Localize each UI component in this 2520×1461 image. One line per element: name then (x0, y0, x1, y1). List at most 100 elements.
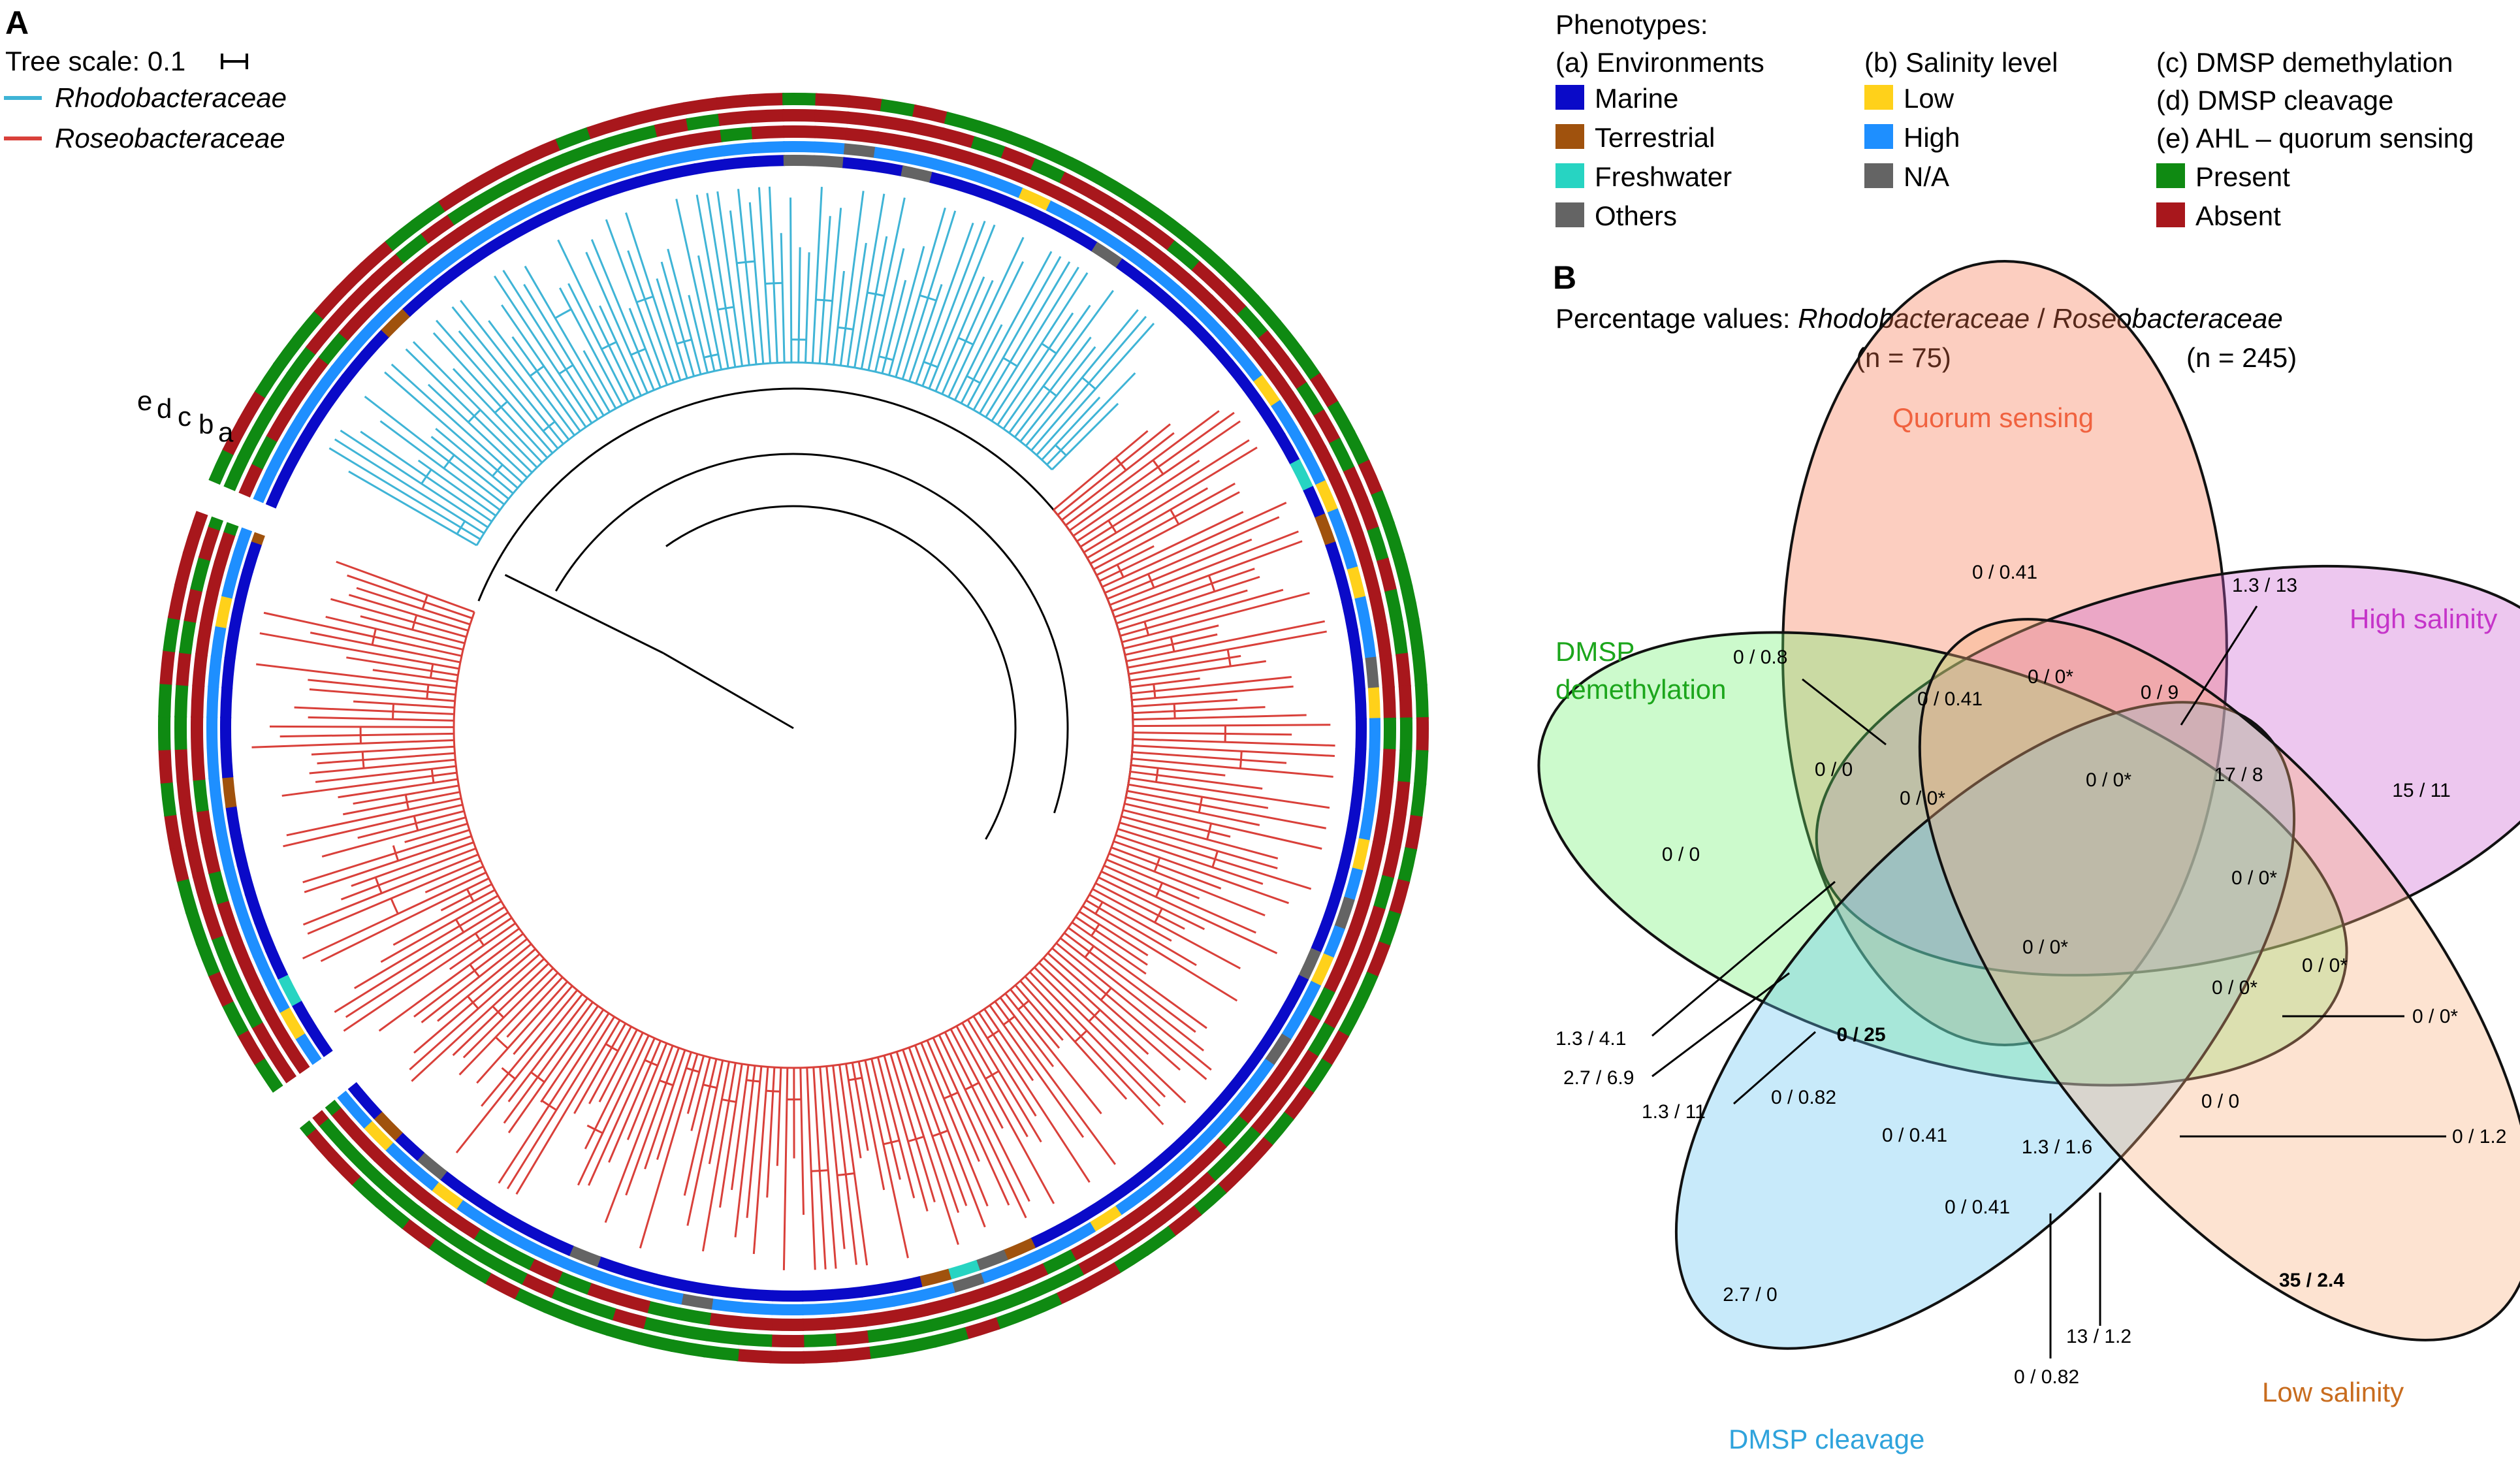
panel-a-label: A (5, 5, 29, 41)
ring-segment (191, 747, 205, 780)
ring-segment (1366, 841, 1385, 875)
leaf-branch (584, 351, 616, 409)
leaf-branch (677, 199, 714, 372)
callout-value: 1.3 / 13 (2232, 575, 2297, 596)
legend-heading-dmsp-demethylation: (c) DMSP demethylation (2156, 47, 2453, 78)
legend-swatch-present (2156, 163, 2185, 188)
leaf-branch (1133, 715, 1307, 720)
ring-segment (909, 120, 944, 140)
phylogenetic-tree-panel: A Tree scale: 0.1 Rhodobacteraceae Roseo… (4, 5, 1429, 1364)
legend-swatch-terrestrial (1555, 124, 1584, 149)
region-value: 0 / 0 (2201, 1091, 2239, 1112)
ring-segment (683, 97, 719, 115)
leaf-branch (703, 1063, 735, 1251)
region-value: 0 / 25 (1836, 1024, 1885, 1046)
label-low-salinity: Low salinity (2262, 1377, 2404, 1407)
region-dmsp-demethylation-only: 0 / 0 (1662, 844, 1700, 865)
leaf-branch (1039, 963, 1185, 1102)
roseobacteraceae-legend-label: Roseobacteraceae (55, 123, 285, 153)
ring-segment (168, 584, 187, 620)
label-quorum-sensing: Quorum sensing (1892, 402, 2094, 433)
ring-segment (754, 155, 785, 167)
ring-segment (738, 1332, 773, 1347)
leaf-branch (1108, 539, 1252, 599)
ring-segment (739, 1316, 773, 1330)
label-dmsp-demethylation-line1: DMSP (1555, 636, 1635, 667)
leaf-branch (1086, 901, 1196, 965)
leaf-branch (1107, 859, 1200, 899)
ring-segment (929, 1311, 965, 1332)
leaf-branch (1068, 927, 1207, 1028)
ring-segment (180, 811, 198, 846)
leaf-branch (1034, 967, 1165, 1097)
ring-segment (1364, 779, 1378, 812)
ring-segment (712, 1285, 744, 1299)
ring-segment (174, 748, 189, 782)
ring-segment (742, 1289, 774, 1302)
ring-segment (1410, 782, 1426, 818)
ring-segment (174, 716, 187, 750)
leaf-branch (1128, 632, 1327, 667)
ring-segment (771, 1318, 804, 1331)
ring-segment (802, 1289, 833, 1302)
leaf-branch (1124, 804, 1322, 849)
ring-segment (1384, 589, 1403, 624)
leaf-branch (799, 248, 800, 362)
ring-segment (225, 627, 240, 660)
ring-segment (1341, 599, 1358, 632)
leaf-branch (628, 1043, 667, 1140)
ring-segment (183, 587, 202, 622)
legend-label-absent: Absent (2195, 201, 2281, 231)
phenotype-legend: Phenotypes: (a) Environments Marine Terr… (1555, 9, 2474, 231)
ring-segment (220, 686, 232, 718)
leaf-branch (295, 707, 455, 714)
ring-segment (158, 715, 171, 750)
callout-value: 1.3 / 4.1 (1555, 1028, 1626, 1050)
leaf-branch (923, 221, 985, 387)
ring-segment (848, 95, 884, 112)
ring-segment (694, 159, 727, 174)
ring-segment (895, 1304, 929, 1323)
legend-label-others: Others (1595, 201, 1677, 231)
leaf-branch (657, 1052, 691, 1160)
callout-value: 0 / 0* (2412, 1006, 2458, 1027)
ring-segment (1388, 812, 1406, 848)
ring-segment (906, 136, 940, 155)
leaf-branch (1118, 829, 1311, 889)
ring-segment (1391, 620, 1408, 656)
ring-segment (1383, 718, 1396, 751)
ring-segment (876, 131, 910, 149)
ring-segment (191, 684, 204, 718)
region-value: 0 / 0* (2302, 955, 2348, 976)
ring-segment (642, 1317, 677, 1336)
ring-segment (1358, 809, 1375, 842)
ring-letters: e d c b a (137, 385, 234, 447)
region-value: 0 / 0* (1900, 788, 1945, 809)
leaf-branch (784, 1068, 787, 1270)
ring-segment (724, 156, 756, 170)
ring-segment (1355, 718, 1367, 750)
ring-segment (623, 125, 659, 145)
ring-segment (716, 94, 752, 110)
region-value: 0 / 0* (2212, 977, 2257, 999)
ring-segment (646, 1301, 680, 1320)
ring-segment (802, 1303, 835, 1315)
leaf-branch (995, 1001, 1115, 1164)
leaf-branch (568, 283, 628, 402)
tree-scale-label: Tree scale: 0.1 (5, 46, 185, 76)
ring-segment (1379, 655, 1395, 689)
leaf-branch (897, 1052, 958, 1244)
ring-segment (159, 649, 175, 685)
ring-letter-a: a (218, 417, 234, 447)
leaf-branch (1130, 771, 1262, 788)
label-dmsp-demethylation-line2: demethylation (1555, 674, 1727, 705)
ring-segment (1381, 749, 1396, 782)
ring-segment (169, 846, 189, 882)
ring-segment (769, 1351, 804, 1364)
ring-letter-d: d (157, 393, 172, 424)
ring-segment (803, 1334, 837, 1347)
leaf-branch (381, 895, 498, 962)
leaf-branch (630, 308, 660, 387)
ring-segment (814, 142, 846, 155)
legend-swatch-low (1864, 85, 1893, 110)
